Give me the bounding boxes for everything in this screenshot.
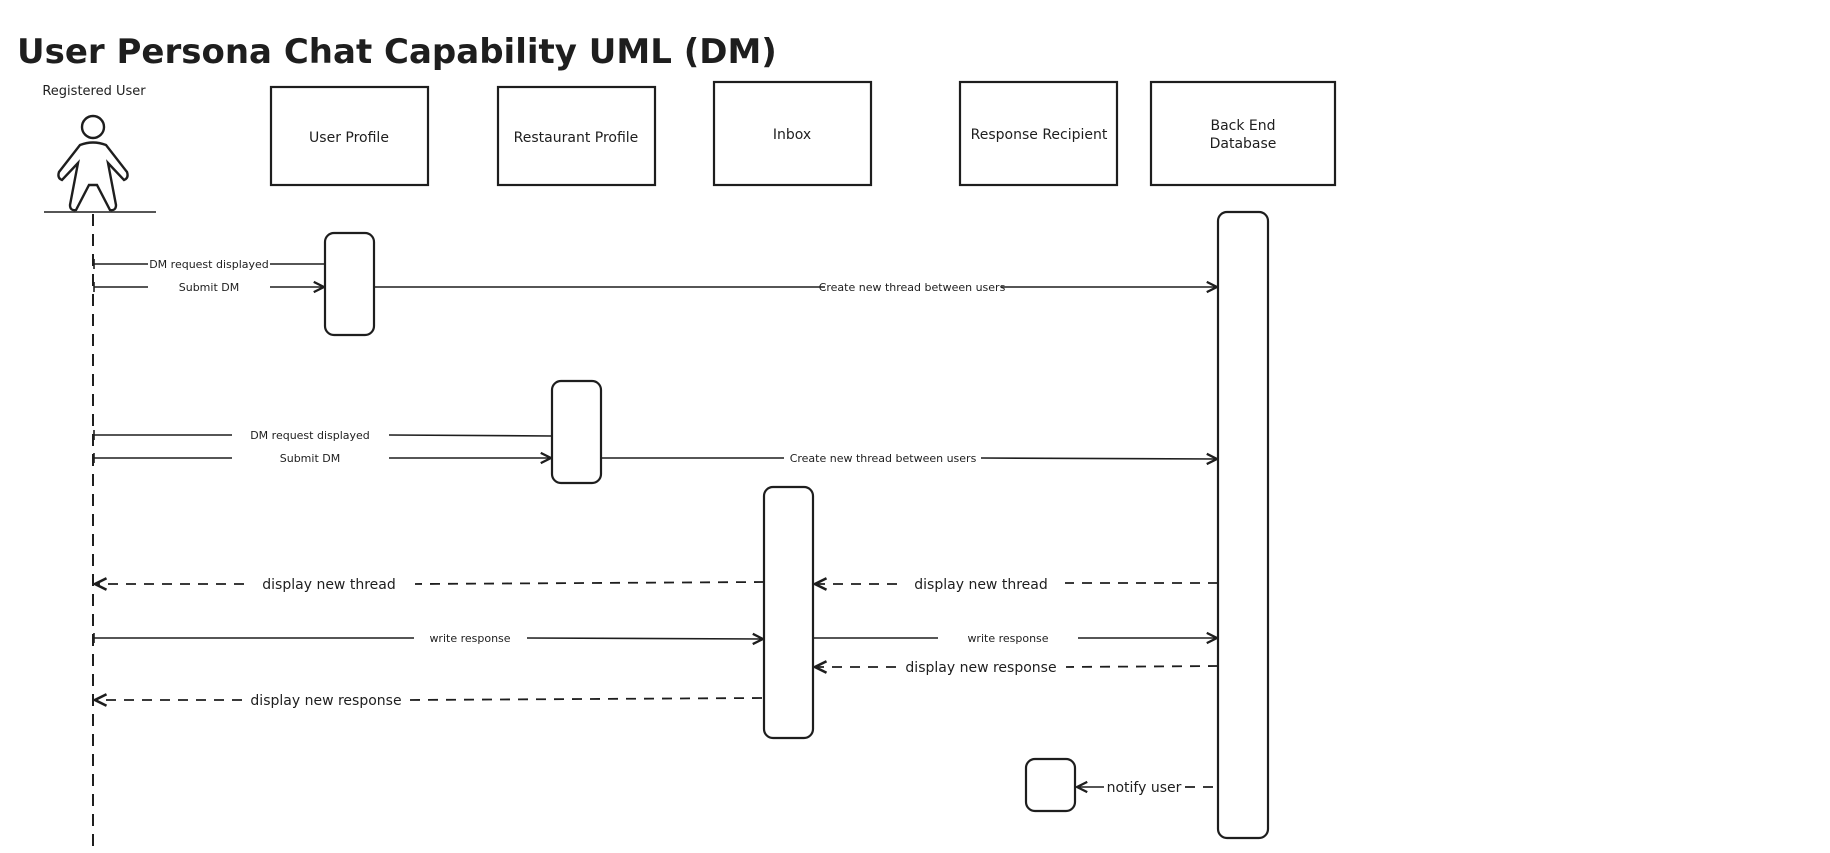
message-label: DM request displayed (250, 429, 370, 442)
message-dm-request-displayed-2: DM request displayed (93, 429, 553, 442)
person-icon (57, 114, 129, 212)
message-create-thread-1: Create new thread between users (374, 281, 1217, 294)
message-label: display new response (250, 693, 401, 709)
message-write-response-inbox: write response (813, 632, 1217, 645)
activation-database (1216, 210, 1270, 840)
message-write-response-user: write response (93, 632, 763, 645)
message-display-new-thread-db: display new thread (815, 577, 1218, 593)
message-dm-request-displayed-1: DM request displayed (93, 258, 325, 271)
message-label: Submit DM (179, 281, 239, 294)
actor-label: Registered User (42, 84, 146, 99)
message-label: write response (967, 632, 1048, 645)
message-create-thread-2: Create new thread between users (601, 452, 1217, 465)
message-label: display new thread (914, 577, 1047, 593)
message-label: DM request displayed (149, 258, 269, 271)
message-display-new-response-user: display new response (95, 693, 763, 709)
message-display-new-response-db: display new response (815, 660, 1219, 676)
activation-user-profile (323, 231, 376, 337)
message-display-new-thread-user: display new thread (95, 577, 765, 593)
message-label: display new thread (262, 577, 395, 593)
participant-back-end-database: Back End Database (1149, 80, 1337, 187)
participant-label-line-1: Back End (1210, 118, 1275, 134)
page-title: User Persona Chat Capability UML (DM) (17, 32, 777, 72)
message-label: Create new thread between users (819, 281, 1006, 294)
activation-response-recipient (1024, 757, 1077, 813)
message-label: write response (429, 632, 510, 645)
message-label: display new response (905, 660, 1056, 676)
actor-registered-user: Registered User (42, 84, 156, 213)
participant-label: Inbox (773, 127, 811, 143)
message-submit-dm-2: Submit DM (93, 452, 551, 465)
message-label: Create new thread between users (790, 452, 977, 465)
message-label: Submit DM (280, 452, 340, 465)
participant-label: Response Recipient (971, 127, 1108, 143)
activation-restaurant-profile (550, 379, 603, 485)
participant-label-line-2: Database (1210, 136, 1277, 152)
message-label: notify user (1107, 780, 1182, 796)
message-notify-user: notify user (1077, 780, 1213, 796)
participant-user-profile: User Profile (269, 85, 430, 187)
participant-label: User Profile (309, 130, 389, 146)
participant-label: Restaurant Profile (514, 130, 639, 146)
message-submit-dm-1: Submit DM (93, 281, 324, 294)
participant-inbox: Inbox (712, 80, 873, 187)
activation-inbox (762, 485, 815, 740)
participant-response-recipient: Response Recipient (958, 80, 1119, 187)
participant-restaurant-profile: Restaurant Profile (496, 85, 657, 187)
